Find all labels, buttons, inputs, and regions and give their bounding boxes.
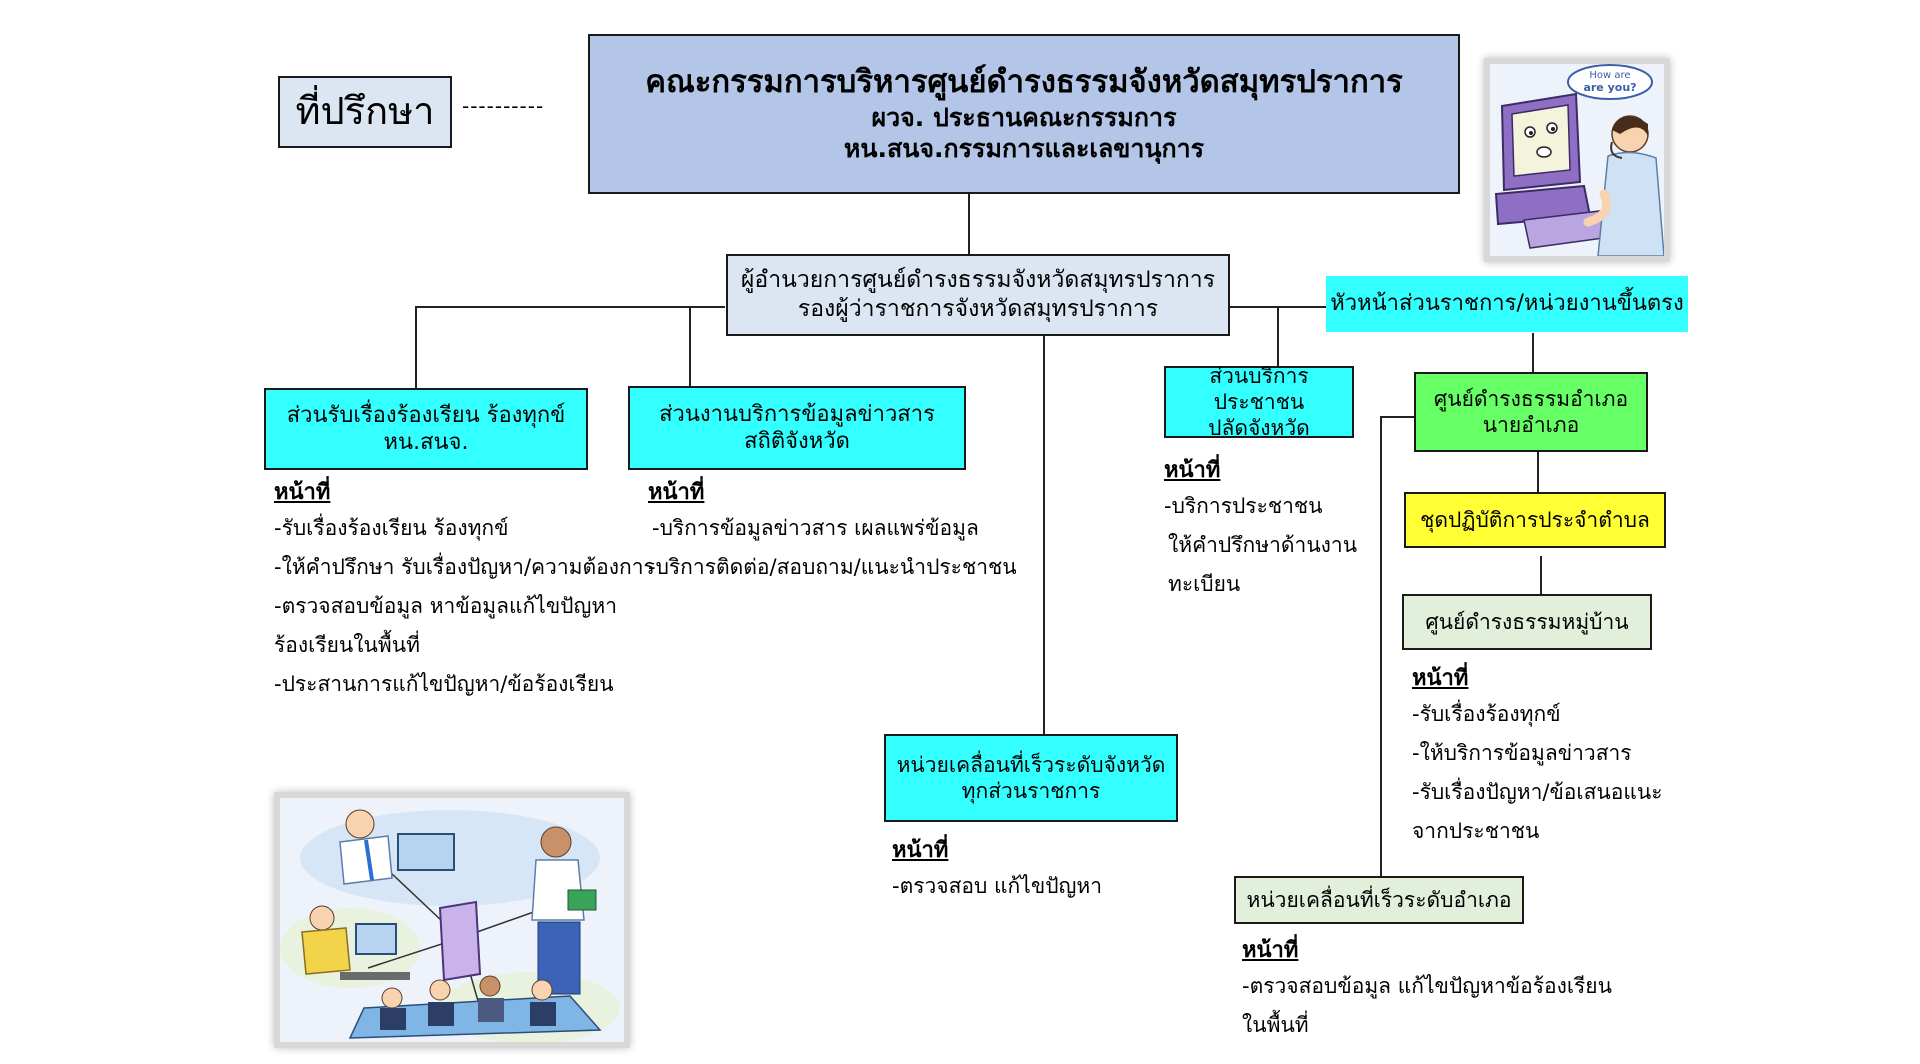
info-service-duty-heading: หน้าที่: [648, 480, 705, 505]
committee-secretary: หน.สนจ.กรรมการและเลขานุการ: [843, 134, 1205, 164]
connector-committee-director: [968, 194, 970, 254]
committee-chair: ผวจ. ประธานคณะกรรมการ: [871, 103, 1177, 133]
village-center-duties: หน้าที่ -รับเรื่องร้องทุกข์ -ให้บริการข้…: [1412, 660, 1663, 851]
village-center-duty-4: จากประชาชน: [1412, 819, 1540, 843]
complaints-duty-5: -ประสานการแก้ไขปัญหา/ข้อร้องเรียน: [274, 672, 614, 696]
committee-box: คณะกรรมการบริหารศูนย์ดำรงธรรมจังหวัดสมุท…: [588, 34, 1460, 194]
connector-village: [1540, 556, 1542, 594]
complaints-title: ส่วนรับเรื่องร้องเรียน ร้องทุกข์: [286, 402, 566, 428]
connector-public-service: [1277, 306, 1279, 366]
connector-district-side: [1380, 416, 1420, 418]
public-service-owner: ปลัดจังหวัด: [1208, 416, 1310, 441]
complaints-duties: หน้าที่ -รับเรื่องร้องเรียน ร้องทุกข์ -ใ…: [274, 474, 655, 704]
complaints-duty-heading: หน้าที่: [274, 480, 331, 505]
connector-info-service: [689, 306, 691, 388]
connector-director-left: [415, 306, 725, 308]
connector-complaints: [415, 306, 417, 388]
mobile-province-duty-1: -ตรวจสอบ แก้ไขปัญหา: [892, 874, 1103, 898]
complaints-duty-2: -ให้คำปรึกษา รับเรื่องปัญหา/ความต้องการ: [274, 555, 655, 579]
village-center-box: ศูนย์ดำรงธรรมหมู่บ้าน: [1402, 594, 1652, 650]
complaints-duty-4: ร้องเรียนในพื้นที่: [274, 633, 420, 657]
complaints-duty-3: -ตรวจสอบข้อมูล หาข้อมูลแก้ไขปัญหา: [274, 594, 618, 618]
mobile-district-duty-1: -ตรวจสอบข้อมูล แก้ไขปัญหาข้อร้องเรียน: [1242, 974, 1612, 998]
village-center-duty-heading: หน้าที่: [1412, 666, 1469, 691]
bubble-line-2: are you?: [1583, 81, 1636, 94]
mobile-district-box: หน่วยเคลื่อนที่เร็วระดับอำเภอ: [1234, 876, 1524, 924]
mobile-province-box: หน่วยเคลื่อนที่เร็วระดับจังหวัด ทุกส่วนร…: [884, 734, 1178, 822]
mobile-district-duty-heading: หน้าที่: [1242, 938, 1299, 963]
director-deputy: รองผู้ว่าราชการจังหวัดสมุทรปราการ: [797, 296, 1159, 322]
public-service-box: ส่วนบริการประชาชน ปลัดจังหวัด: [1164, 363, 1354, 441]
info-service-duty-2: -บริการติดต่อ/สอบถาม/แนะนำประชาชน: [648, 555, 1017, 579]
public-service-duty-heading: หน้าที่: [1164, 458, 1221, 483]
public-service-title: ส่วนบริการประชาชน: [1209, 363, 1309, 414]
mobile-province-scope: ทุกส่วนราชการ: [961, 779, 1101, 803]
complaints-duty-1: -รับเรื่องร้องเรียน ร้องทุกข์: [274, 516, 509, 540]
computer-operator-icon: How are are you?: [1490, 64, 1664, 256]
mobile-province-duty-heading: หน้าที่: [892, 838, 949, 863]
village-center-duty-2: -ให้บริการข้อมูลข่าวสาร: [1412, 741, 1632, 765]
bubble-line-1: How are: [1589, 70, 1630, 81]
committee-title: คณะกรรมการบริหารศูนย์ดำรงธรรมจังหวัดสมุท…: [645, 64, 1403, 101]
advisor-dash: ----------: [462, 94, 545, 118]
info-service-box: ส่วนงานบริการข้อมูลข่าวสาร สถิติจังหวัด: [628, 386, 966, 470]
complaints-box: ส่วนรับเรื่องร้องเรียน ร้องทุกข์ หน.สนจ.: [264, 388, 588, 470]
subdistrict-team-box: ชุดปฏิบัติการประจำตำบล: [1404, 492, 1666, 548]
office-network-illustration: [274, 792, 630, 1048]
agency-heads-label: หัวหน้าส่วนราชการ/หน่วยงานขึ้นตรง: [1330, 291, 1684, 317]
public-service-duties: หน้าที่ -บริการประชาชน ให้คำปรึกษาด้านงา…: [1164, 452, 1357, 604]
village-center-label: ศูนย์ดำรงธรรมหมู่บ้าน: [1425, 609, 1629, 634]
district-center-owner: นายอำเภอ: [1482, 413, 1580, 437]
public-service-duty-1: -บริการประชาชน: [1164, 494, 1323, 518]
advisor-box: ที่ปรึกษา: [278, 76, 452, 148]
connector-mobile-province: [1043, 334, 1045, 736]
mobile-district-duty-2: ในพื้นที่: [1242, 1013, 1309, 1037]
advisor-label: ที่ปรึกษา: [295, 89, 435, 134]
director-title: ผู้อำนวยการศูนย์ดำรงธรรมจังหวัดสมุทรปราก…: [740, 267, 1216, 294]
village-center-duty-3: -รับเรื่องปัญหา/ข้อเสนอแนะ: [1412, 780, 1663, 804]
info-service-duty-1: -บริการข้อมูลข่าวสาร เผลแพร่ข้อมูล: [652, 516, 979, 540]
mobile-district-label: หน่วยเคลื่อนที่เร็วระดับอำเภอ: [1246, 887, 1512, 912]
connector-subdistrict: [1537, 452, 1539, 492]
mobile-province-duties: หน้าที่ -ตรวจสอบ แก้ไขปัญหา: [892, 832, 1102, 906]
complaints-owner: หน.สนจ.: [383, 430, 469, 455]
connector-mobile-district: [1380, 416, 1382, 878]
mobile-district-duties: หน้าที่ -ตรวจสอบข้อมูล แก้ไขปัญหาข้อร้อง…: [1242, 932, 1612, 1045]
office-network-icon: [280, 798, 624, 1042]
computer-operator-illustration: How are are you?: [1484, 58, 1670, 262]
public-service-duty-3: ทะเบียน: [1168, 572, 1241, 596]
district-center-box: ศูนย์ดำรงธรรมอำเภอ นายอำเภอ: [1414, 372, 1648, 452]
district-center-title: ศูนย์ดำรงธรรมอำเภอ: [1433, 386, 1629, 411]
public-service-duty-2: ให้คำปรึกษาด้านงาน: [1168, 533, 1358, 557]
info-service-title: ส่วนงานบริการข้อมูลข่าวสาร: [659, 401, 935, 427]
subdistrict-team-label: ชุดปฏิบัติการประจำตำบล: [1420, 507, 1650, 532]
village-center-duty-1: -รับเรื่องร้องทุกข์: [1412, 702, 1561, 726]
mobile-province-title: หน่วยเคลื่อนที่เร็วระดับจังหวัด: [896, 752, 1166, 777]
agency-heads-box: หัวหน้าส่วนราชการ/หน่วยงานขึ้นตรง: [1326, 276, 1688, 332]
info-service-duties: หน้าที่ -บริการข้อมูลข่าวสาร เผลแพร่ข้อม…: [648, 474, 1017, 587]
director-box: ผู้อำนวยการศูนย์ดำรงธรรมจังหวัดสมุทรปราก…: [726, 254, 1230, 336]
connector-district-center: [1532, 333, 1534, 373]
info-service-owner: สถิติจังหวัด: [744, 429, 850, 454]
